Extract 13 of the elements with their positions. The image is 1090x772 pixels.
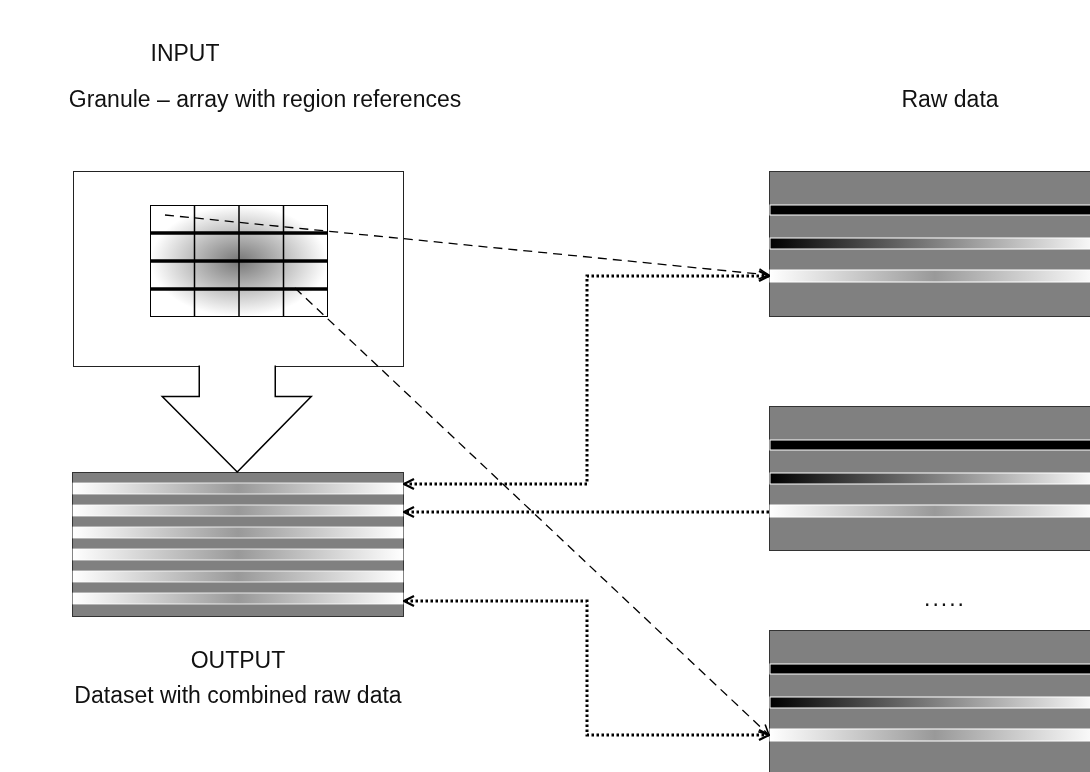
dashed-arrow (294, 287, 770, 736)
output-heading: OUTPUT (190, 647, 286, 674)
section-caption: Raw data (901, 86, 999, 113)
dashed-arrow (164, 214, 770, 280)
dotted-arrow (402, 269, 771, 491)
block-arrow (160, 364, 314, 474)
ellipsis-text: ..... (924, 585, 966, 612)
section-caption: Granule – array with region references (68, 86, 462, 113)
dotted-arrow (402, 505, 769, 519)
output-caption: Dataset with combined raw data (74, 682, 402, 709)
section-heading: INPUT (150, 40, 220, 67)
dotted-arrow (402, 594, 771, 742)
input-box (73, 171, 404, 367)
